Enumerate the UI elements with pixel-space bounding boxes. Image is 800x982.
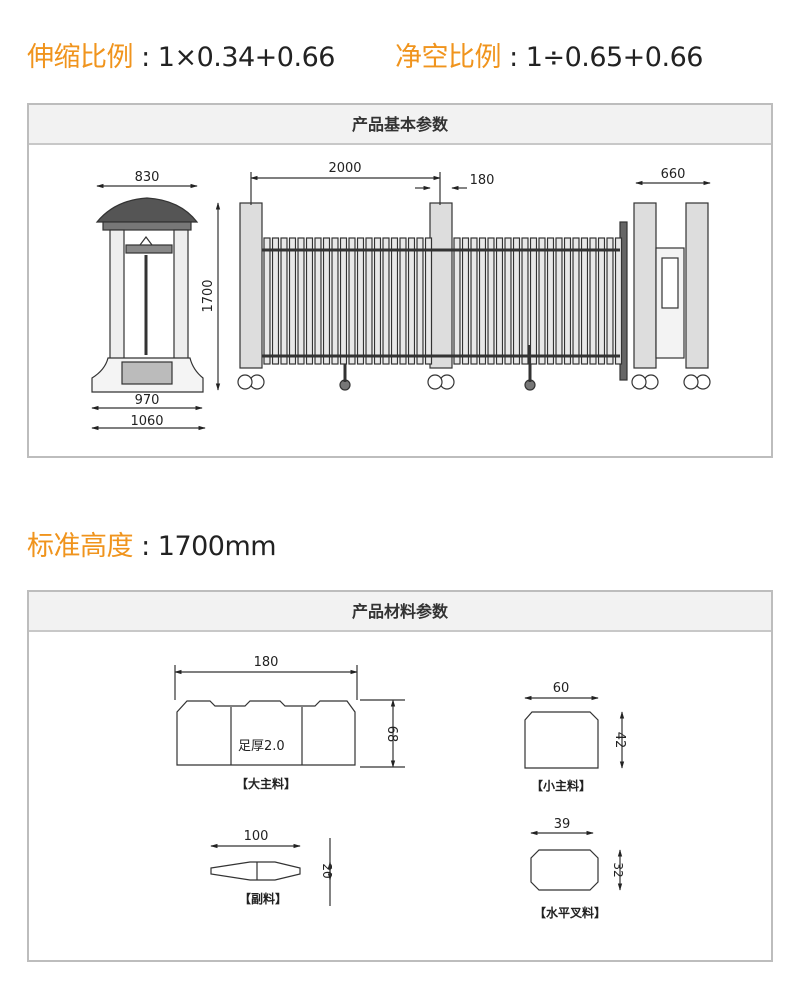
dim-width: 180 — [254, 655, 279, 670]
picket — [373, 237, 382, 365]
picket — [512, 237, 521, 365]
wheel — [237, 374, 253, 390]
picket — [478, 237, 487, 365]
picket — [538, 237, 546, 365]
dim-width: 100 — [244, 829, 269, 844]
thickness-note: 足厚2.0 — [238, 739, 285, 754]
guard-booth-drawing: 830 1700 970 1060 — [91, 170, 221, 431]
standard-height: 标准高度 : 1700mm — [27, 524, 277, 563]
dim-width: 39 — [554, 817, 571, 832]
picket — [348, 237, 356, 365]
picket — [521, 237, 529, 365]
picket — [263, 237, 271, 365]
profile-label: 【大主料】 — [236, 776, 296, 791]
picket — [305, 237, 314, 365]
picket — [339, 237, 348, 365]
post — [685, 202, 709, 369]
picket — [504, 237, 512, 365]
picket — [487, 237, 495, 365]
spec-value: 1×0.34+0.66 — [157, 42, 336, 73]
dim-height: 20 — [320, 863, 334, 878]
picket — [614, 237, 623, 365]
spec-label: 净空比例 — [395, 42, 502, 73]
picket — [297, 237, 305, 365]
picket — [271, 237, 280, 365]
post — [633, 202, 657, 369]
panel-title: 产品基本参数 — [29, 105, 771, 145]
picket — [495, 237, 504, 365]
dim-booth-width: 830 — [135, 170, 160, 185]
large-main-profile: 180 68 足厚2.0 【大主料】 — [174, 655, 405, 791]
clearance-ratio: 净空比例 : 1÷0.65+0.66 — [395, 35, 703, 74]
secondary-profile: 100 20 【副料】 — [210, 829, 334, 906]
spec-label: 标准高度 — [27, 531, 134, 562]
picket — [580, 237, 589, 365]
profile-label: 【副料】 — [239, 891, 287, 906]
spec-label: 伸缩比例 — [27, 42, 134, 73]
picket — [555, 237, 563, 365]
post — [239, 202, 263, 369]
picket — [407, 237, 416, 365]
dim-gate-end: 660 — [661, 167, 686, 182]
wheel — [631, 374, 647, 390]
spec-sep: : — [501, 42, 526, 73]
spec-sep: : — [133, 531, 158, 562]
picket — [546, 237, 555, 365]
profile-label: 【小主料】 — [531, 778, 591, 793]
dim-height: 68 — [384, 726, 399, 743]
spec-sep: : — [133, 42, 158, 73]
post — [429, 202, 453, 369]
dim-height: 32 — [611, 862, 625, 877]
picket — [314, 237, 322, 365]
picket — [416, 237, 424, 365]
dim-section: 2000 — [328, 161, 361, 176]
picket — [606, 237, 614, 365]
panel-title: 产品材料参数 — [29, 592, 771, 632]
picket — [382, 237, 390, 365]
picket — [563, 237, 572, 365]
picket — [424, 237, 433, 365]
material-params-panel: 产品材料参数 — [27, 590, 773, 962]
dim-width: 60 — [553, 681, 570, 696]
picket — [597, 237, 606, 365]
picket — [280, 237, 288, 365]
dim-height: 42 — [612, 732, 627, 749]
wheel — [683, 374, 699, 390]
spec-value: 1700mm — [157, 531, 277, 562]
picket — [288, 237, 297, 365]
picket — [365, 237, 373, 365]
picket — [572, 237, 580, 365]
expansion-ratio: 伸缩比例 : 1×0.34+0.66 — [27, 35, 335, 74]
picket — [390, 237, 399, 365]
picket — [399, 237, 407, 365]
picket — [461, 237, 470, 365]
picket — [470, 237, 478, 365]
retractable-gate-drawing: 2000 180 660 — [237, 161, 711, 391]
picket — [529, 237, 538, 365]
picket — [589, 237, 597, 365]
dim-base-inner: 970 — [135, 393, 160, 408]
picket — [453, 237, 461, 365]
dim-base-outer: 1060 — [130, 414, 163, 429]
picket — [322, 237, 331, 365]
small-main-profile: 60 42 【小主料】 — [524, 681, 627, 793]
spec-value: 1÷0.65+0.66 — [525, 42, 704, 73]
picket — [356, 237, 365, 365]
dim-height: 1700 — [201, 279, 216, 312]
wheel — [427, 374, 443, 390]
profile-label: 【水平叉料】 — [534, 905, 606, 920]
horizontal-cross-profile: 39 32 【水平叉料】 — [530, 817, 625, 920]
picket — [331, 237, 339, 365]
dim-post: 180 — [470, 173, 495, 188]
